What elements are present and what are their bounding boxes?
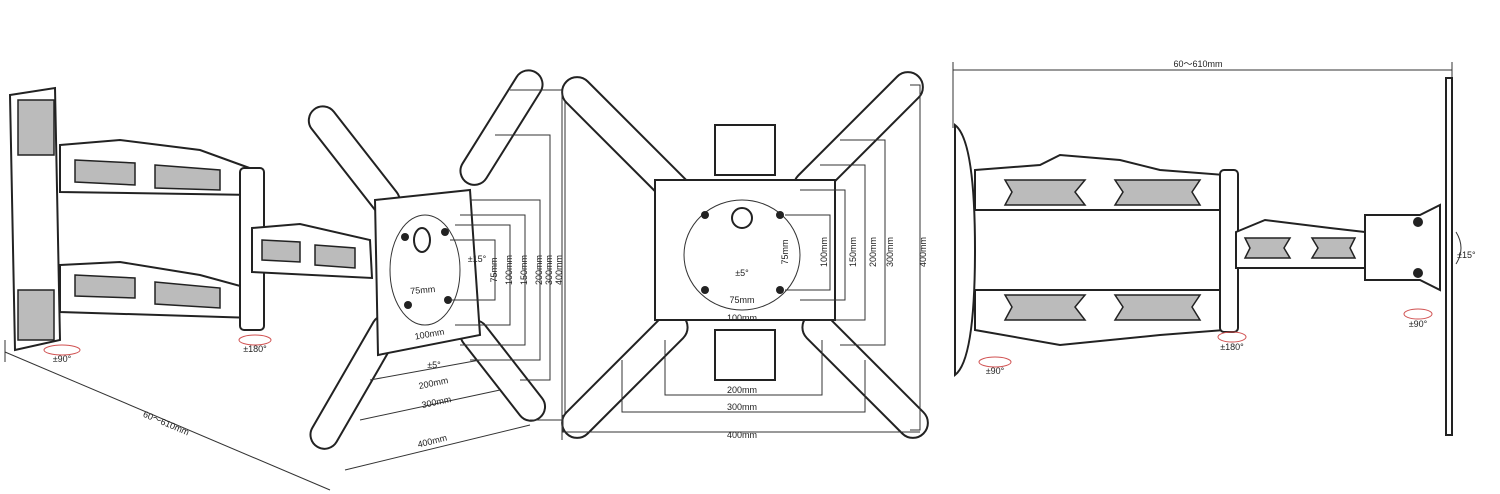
- rotation-icon: [1217, 331, 1247, 343]
- vesa-h-400: 400mm: [417, 433, 449, 450]
- rotation-icon: [238, 334, 272, 346]
- wall-rotation-label: ±90°: [986, 366, 1005, 376]
- vesa-v-300: 300mm: [544, 255, 554, 285]
- vesa-h-300: 300mm: [727, 402, 757, 412]
- front-view: ±5° 75mm 100mm 200mm 300mm 400mm 75mm 10…: [561, 71, 929, 440]
- arm-rotation-label: ±180°: [243, 344, 267, 354]
- level-label: ±5°: [735, 268, 749, 278]
- tv-panel: [1445, 77, 1453, 436]
- vesa-v-150: 150mm: [848, 237, 858, 267]
- tilt-label: ±15°: [1457, 250, 1476, 260]
- vesa-v-400: 400mm: [554, 255, 564, 285]
- tilt-label: ±15°: [468, 254, 487, 264]
- vesa-h-400: 400mm: [727, 430, 757, 440]
- arm-rotation-label: ±180°: [1220, 342, 1244, 352]
- rotation-icon: [1403, 308, 1433, 320]
- rotation-icon: [978, 356, 1012, 368]
- vesa-plate: [373, 188, 482, 357]
- vesa-h-200: 200mm: [418, 375, 449, 391]
- head-rotation-label: ±90°: [1409, 319, 1428, 329]
- vesa-angled-view: ±15° 75mm 100mm 150mm 200mm 300mm 400mm …: [307, 69, 566, 471]
- vesa-v-200: 200mm: [868, 237, 878, 267]
- wall-plate-bottom: [714, 329, 776, 381]
- top-view: 60～610mm ±90° ±180° ±90° ±15°: [952, 59, 1476, 436]
- vesa-v-400: 400mm: [918, 237, 928, 267]
- vesa-v-100: 100mm: [504, 255, 514, 285]
- vesa-v-200: 200mm: [534, 255, 544, 285]
- extension-label: 60～610mm: [142, 409, 191, 437]
- vesa-h-75: 75mm: [410, 284, 436, 296]
- vesa-h-75: 75mm: [729, 295, 754, 305]
- vesa-v-300: 300mm: [885, 237, 895, 267]
- vesa-h-300: 300mm: [421, 394, 452, 410]
- extension-label: 60～610mm: [1173, 59, 1222, 69]
- wall-plate-top: [714, 124, 776, 176]
- vesa-v-100: 100mm: [819, 237, 829, 267]
- rotation-icon: [43, 344, 81, 356]
- vesa-h-100: 100mm: [727, 313, 757, 323]
- wall-plate: [954, 122, 977, 378]
- wall-rotation-label: ±90°: [53, 354, 72, 364]
- vesa-h-200: 200mm: [727, 385, 757, 395]
- vesa-v-150: 150mm: [519, 255, 529, 285]
- perspective-view: ±90° ±180° 60～610mm: [4, 86, 374, 491]
- vesa-v-75: 75mm: [489, 257, 499, 282]
- level-label: ±5°: [427, 360, 441, 370]
- vesa-v-75: 75mm: [780, 239, 790, 264]
- tilt-bracket: [1364, 203, 1441, 292]
